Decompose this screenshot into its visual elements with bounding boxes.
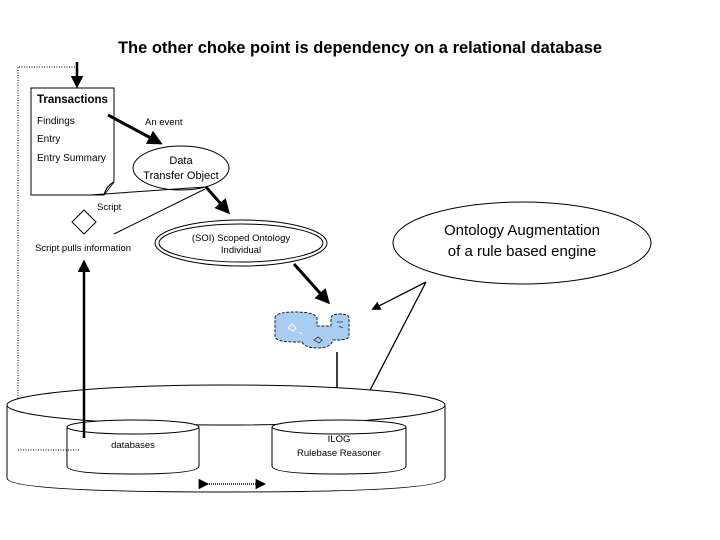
dto-to-soi-arrow (204, 186, 230, 215)
callout-label-line1: Ontology Augmentation (444, 222, 600, 239)
page-title: The other choke point is dependency on a… (117, 39, 603, 57)
script-pulls-label: Script pulls information (35, 243, 132, 254)
soi-to-db-arrow (292, 262, 331, 305)
databases-label: databases (111, 440, 155, 451)
databases-cylinder (66, 419, 200, 475)
document-item-findings: Findings (37, 116, 75, 127)
database-clipart-icon (274, 311, 350, 349)
dto-ellipse (132, 145, 230, 191)
script-label: Script (97, 202, 122, 213)
soi-ellipse-outer (154, 219, 328, 267)
document-item-entry: Entry (37, 134, 61, 145)
transactions-document (30, 87, 115, 196)
dto-label-line2: Transfer Object (143, 170, 219, 182)
callout-ellipse (392, 201, 652, 285)
event-arrow (107, 113, 163, 145)
callout-to-db-arrow (371, 281, 427, 310)
dto-to-script-line (113, 188, 206, 235)
callout-to-store-arrow (365, 281, 427, 400)
soi-ellipse-inner (158, 223, 324, 263)
ilog-cylinder (271, 419, 407, 475)
soi-label-line1: (SOI) Scoped Ontology (191, 233, 291, 244)
document-heading: Transactions (37, 94, 108, 106)
dto-label-line1: Data (169, 155, 193, 167)
event-label: An event (145, 117, 183, 128)
soi-label-line2: Individual (220, 245, 262, 256)
ilog-label-line2: Rulebase Reasoner (297, 448, 381, 459)
ilog-label-line1: ILOG (327, 434, 351, 445)
dto-to-doc-line (89, 186, 206, 196)
document-item-entry-summary: Entry Summary (37, 153, 106, 164)
script-diamond-icon (71, 209, 97, 235)
callout-label-line2: of a rule based engine (447, 243, 597, 260)
